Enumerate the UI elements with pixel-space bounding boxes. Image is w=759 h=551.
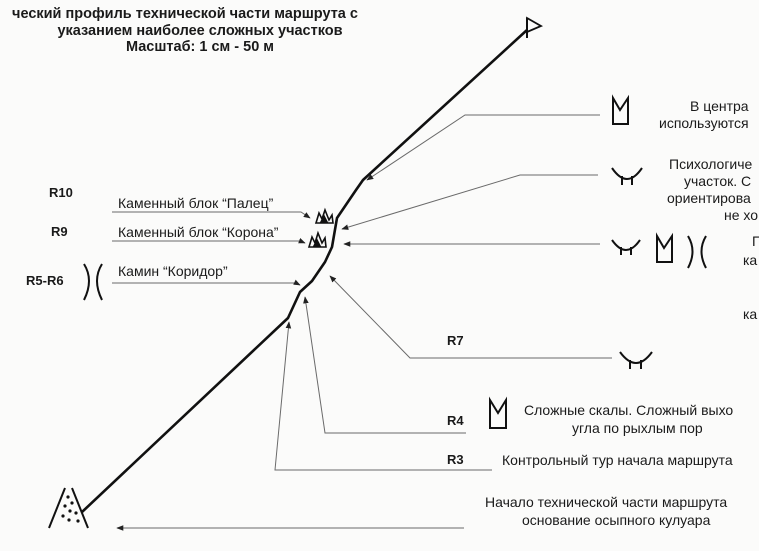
leader-line [329, 275, 612, 359]
marker-code-r9: R9 [51, 224, 68, 239]
note-line: В центра [690, 98, 749, 114]
note-line: не хо [724, 207, 759, 223]
inner-corner-icon [489, 396, 507, 429]
leader-line [274, 321, 492, 471]
marker-code-r10: R10 [49, 185, 73, 200]
note-center: В центра [690, 98, 749, 114]
leader-line [112, 279, 301, 286]
chimney-icon [687, 235, 707, 269]
rock-block-icon [307, 230, 327, 248]
marker-label-r4: Сложные скалы. Сложный выхо [524, 402, 734, 418]
title-scale: Масштаб: 1 см - 50 м [125, 39, 275, 55]
marker-label-r5-r6: Камин “Коридор” [118, 263, 228, 279]
note-line: ка [743, 306, 758, 322]
title-line-1: ческий профиль технической части маршрут… [12, 6, 358, 22]
leader-line [112, 238, 306, 244]
leader-line [341, 174, 598, 230]
note-psychological-3: ориентирова [667, 190, 751, 206]
overhang-icon [611, 239, 641, 255]
marker-code-r4: R4 [447, 413, 464, 428]
marker-label-r3: Контрольный тур начала маршрута [502, 452, 733, 468]
page-title: ческий профиль технической части маршрут… [0, 6, 400, 56]
note-line: Психологиче [669, 156, 753, 172]
route-line [81, 29, 528, 513]
note-ka: ка [743, 252, 757, 268]
scree-couloir-icon [48, 487, 89, 529]
note-line: используются [659, 115, 749, 131]
note-line: ка [743, 252, 758, 268]
title-line-2: указанием наиболее сложных участков [57, 22, 343, 39]
note-start: Начало технической части маршрута [485, 494, 727, 510]
note-line: Г [752, 233, 759, 249]
leader-line [366, 114, 600, 181]
marker-label-r9: Каменный блок “Корона” [118, 224, 279, 240]
leader-line [303, 296, 466, 434]
leader-line [112, 211, 311, 219]
marker-label-r4-line2: угла по рыхлым пор [572, 420, 703, 436]
marker-code-r3: R3 [447, 452, 464, 467]
note-line: Начало технической части маршрута [485, 494, 728, 510]
rock-block-icon [314, 207, 334, 224]
note-center-2: используются [659, 115, 749, 131]
note-line: участок. С [684, 173, 752, 189]
note-ka-2: ка [743, 306, 757, 322]
inner-corner-icon [612, 94, 629, 125]
chimney-icon [83, 263, 103, 301]
note-g: Г [752, 233, 759, 249]
note-psychological: Психологиче [669, 156, 752, 172]
overhang-icon [611, 167, 643, 185]
note-line: основание осыпного кулуара [522, 512, 711, 528]
inner-corner-icon [656, 232, 673, 263]
summit-flag-icon [526, 16, 544, 38]
marker-code-r5-r6: R5-R6 [26, 273, 64, 288]
note-psychological-2: участок. С [684, 173, 751, 189]
marker-code-r7: R7 [447, 333, 464, 348]
note-line: ориентирова [667, 190, 751, 206]
marker-label-r10: Каменный блок “Палец” [118, 195, 274, 211]
overhang-icon [619, 351, 653, 369]
note-start-2: основание осыпного кулуара [522, 512, 710, 528]
note-psychological-4: не хо [724, 207, 758, 223]
